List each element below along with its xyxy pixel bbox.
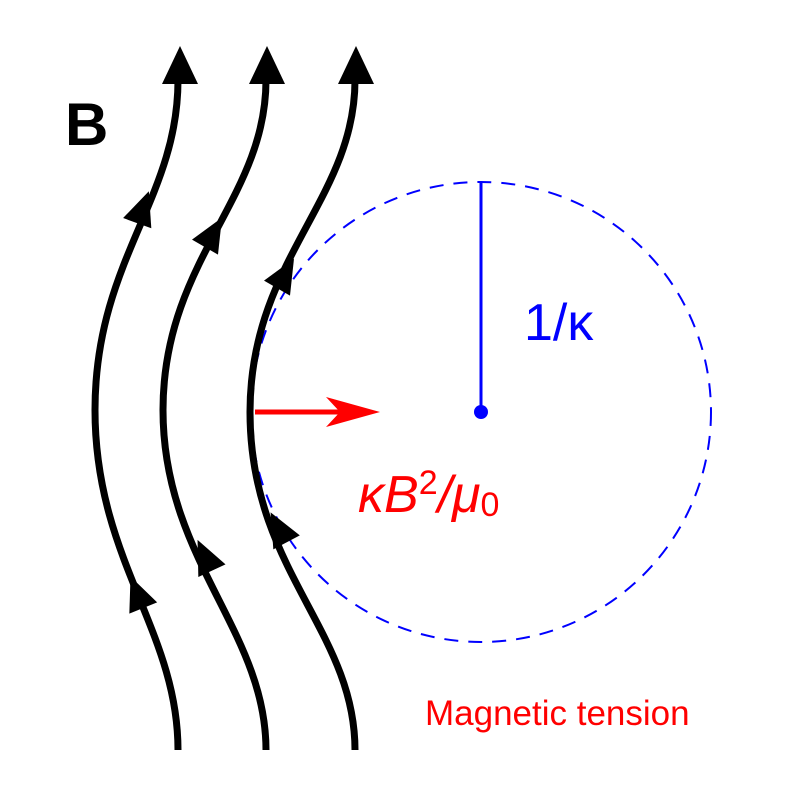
radius-label-text: 1/κ bbox=[524, 294, 594, 352]
tension-formula: κB2/μ0 bbox=[358, 464, 499, 524]
circle-center-dot bbox=[474, 405, 488, 419]
caption: Magnetic tension bbox=[425, 694, 690, 733]
arrowhead-icon bbox=[129, 576, 158, 614]
arrowhead-icon bbox=[270, 512, 300, 550]
arrowhead-icon bbox=[338, 46, 374, 84]
radius-label: 1/κ bbox=[524, 294, 594, 352]
arrowhead-icon bbox=[123, 191, 152, 229]
arrowhead-icon bbox=[192, 217, 222, 255]
arrowhead-icon bbox=[264, 258, 294, 296]
formula-superscript: 2 bbox=[419, 464, 438, 502]
formula-subscript: 0 bbox=[481, 486, 500, 524]
arrowhead-icon bbox=[197, 539, 226, 578]
field-line-1 bbox=[91, 79, 182, 751]
tension-arrowhead-icon bbox=[326, 397, 380, 427]
formula-kappa-b: κB bbox=[358, 466, 419, 524]
field-line-3 bbox=[246, 79, 359, 751]
formula-mu: /μ bbox=[435, 466, 481, 524]
field-line-2 bbox=[159, 79, 270, 751]
arrowhead-icon bbox=[162, 46, 198, 84]
arrowhead-icon bbox=[249, 46, 285, 84]
field-label: B bbox=[65, 91, 108, 158]
